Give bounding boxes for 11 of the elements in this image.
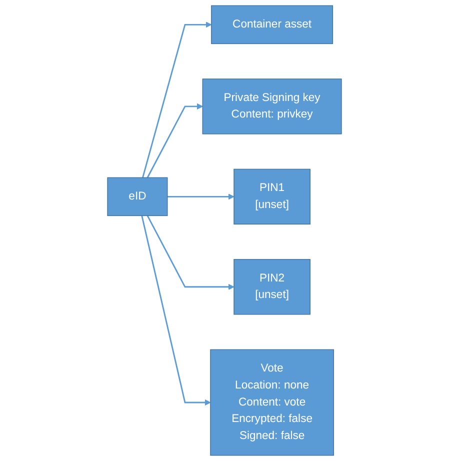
arrow [142, 22, 212, 178]
arrow [146, 103, 203, 178]
node-box: Vote Location: none Content: vote Encrypted: false Signed: false [210, 349, 334, 456]
node-box: eID [107, 177, 168, 216]
arrow [167, 194, 234, 200]
arrow [141, 216, 211, 406]
node-box: PIN1 [unset] [234, 168, 310, 224]
node-box: PIN2 [unset] [234, 259, 310, 315]
arrow [146, 215, 234, 290]
node-box: Container asset [211, 5, 334, 44]
node-box: Private Signing key Content: privkey [202, 78, 342, 134]
